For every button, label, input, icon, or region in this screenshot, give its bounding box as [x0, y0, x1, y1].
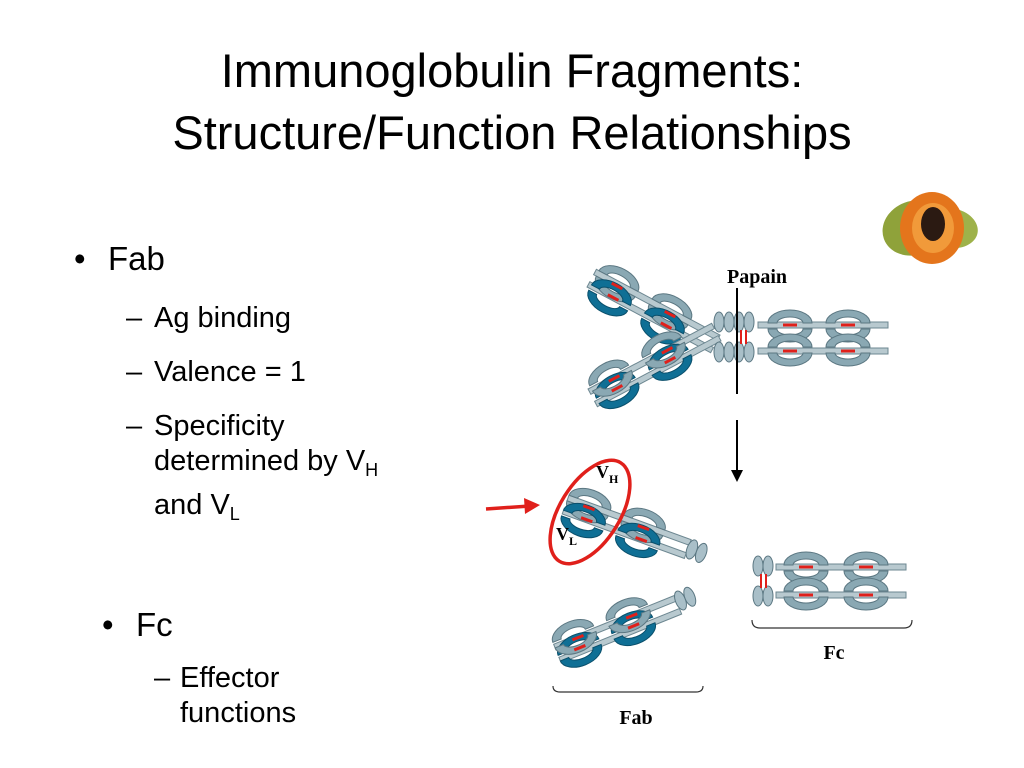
title-line-1: Immunoglobulin Fragments: — [220, 44, 804, 97]
papain-label: Papain — [727, 266, 787, 288]
fab-brace — [552, 685, 704, 693]
specificity-line-3: and V — [154, 489, 230, 521]
fc-fragment-label: Fc — [823, 642, 844, 664]
fc-fragment — [752, 551, 907, 611]
fc-bullet-list: Fc – Effector functions — [96, 602, 296, 731]
fab-fragment — [547, 585, 699, 674]
specificity-line-1: Specificity — [154, 410, 285, 442]
sub-item-specificity: – Specificity determined by VH and VL — [68, 409, 378, 532]
dash-marker: – — [126, 302, 143, 334]
sub-item-text: Valence = 1 — [154, 356, 306, 388]
sub-item-effector: – Effector functions — [96, 661, 296, 731]
dash-marker: – — [126, 356, 143, 388]
sub-item-text: Ag binding — [154, 302, 292, 334]
effector-line-2: functions — [180, 697, 297, 729]
specificity-sub-h: H — [365, 460, 379, 480]
papaya-image — [882, 192, 978, 264]
fab-fragment-highlighted — [556, 482, 710, 565]
papaya-seeds — [921, 207, 945, 241]
sub-item-valence: – Valence = 1 — [68, 355, 378, 390]
bullet-fc: Fc — [96, 602, 296, 648]
fc-brace — [751, 619, 913, 629]
specificity-sub-l: L — [229, 504, 240, 524]
specificity-line-2: determined by V — [154, 445, 366, 477]
variable-region-highlight — [548, 458, 632, 566]
title-line-2: Structure/Function Relationships — [172, 106, 852, 159]
dash-marker: – — [126, 410, 143, 442]
slide-title: Immunoglobulin Fragments: Structure/Func… — [0, 40, 1024, 164]
vh-label: VH — [596, 462, 619, 486]
highlight-pointer-arrow — [485, 498, 540, 514]
dash-marker: – — [154, 662, 171, 694]
vl-label: VL — [556, 524, 577, 548]
fab-bullet-list: Fab – Ag binding – Valence = 1 – Specifi… — [68, 236, 378, 532]
lower-fab-arm — [583, 322, 722, 416]
hinge-region — [713, 311, 755, 363]
intact-antibody: Papain — [582, 258, 889, 416]
sub-item-ag-binding: – Ag binding — [68, 301, 378, 336]
bullet-fab: Fab — [68, 236, 378, 282]
down-arrow — [731, 420, 743, 482]
fab-fragment-label: Fab — [619, 707, 652, 729]
intact-fc-region — [757, 309, 889, 367]
effector-line-1: Effector — [180, 662, 280, 694]
